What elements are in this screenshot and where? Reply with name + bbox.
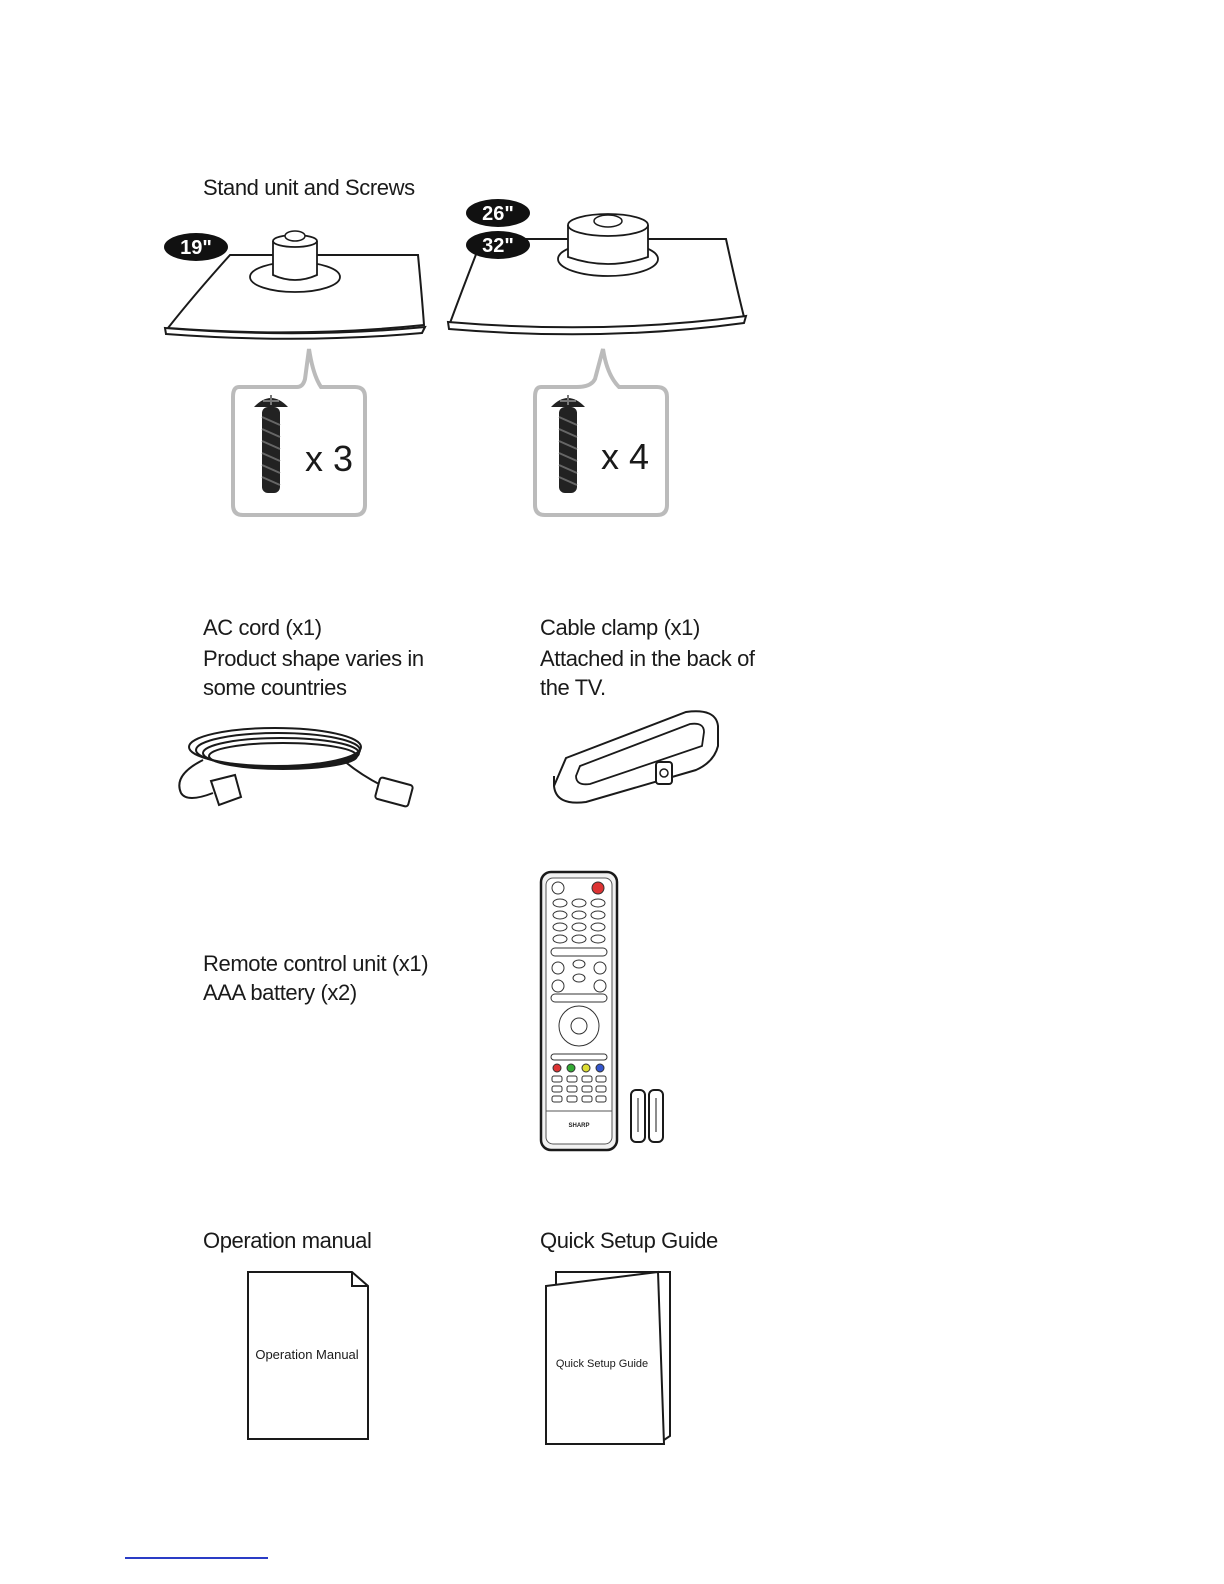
remote-label-line1: Remote control unit (x1): [203, 949, 428, 979]
footer-rule: [125, 1557, 268, 1559]
svg-text:32": 32": [482, 235, 514, 257]
remote-control-icon: SHARP: [538, 868, 688, 1158]
remote-brand: SHARP: [568, 1123, 589, 1129]
screw-callout-small: x 3: [225, 345, 375, 525]
svg-text:Quick Setup Guide: Quick Setup Guide: [556, 1358, 648, 1370]
badge-32-inch: 32": [464, 228, 534, 262]
quick-setup-guide-icon: Quick Setup Guide: [542, 1268, 674, 1448]
badge-19-inch: 19": [162, 230, 232, 264]
remote-label-line2: AAA battery (x2): [203, 978, 357, 1008]
cable-clamp-label-line1: Cable clamp (x1): [540, 613, 700, 643]
stand-title: Stand unit and Screws: [203, 173, 415, 203]
cable-clamp-icon: [546, 706, 726, 810]
ac-cord-label-line2: Product shape varies in: [203, 644, 424, 674]
svg-text:26": 26": [482, 203, 514, 225]
svg-text:Operation Manual: Operation Manual: [255, 1347, 358, 1362]
quick-guide-label: Quick Setup Guide: [540, 1226, 718, 1256]
cable-clamp-label-line2: Attached in the back of: [540, 644, 755, 674]
svg-text:x 3: x 3: [305, 438, 353, 479]
ac-cord-label-line3: some countries: [203, 673, 347, 703]
badge-26-inch: 26": [464, 196, 534, 230]
ac-cord-label-line1: AC cord (x1): [203, 613, 322, 643]
ac-cord-icon: [163, 715, 423, 815]
cable-clamp-label-line3: the TV.: [540, 673, 606, 703]
screw-callout-large: x 4: [527, 345, 677, 525]
svg-text:x 4: x 4: [601, 436, 649, 477]
operation-manual-icon: Operation Manual: [246, 1270, 372, 1442]
battery-icon: [631, 1090, 663, 1142]
manual-label: Operation manual: [203, 1226, 371, 1256]
svg-text:19": 19": [180, 237, 212, 259]
